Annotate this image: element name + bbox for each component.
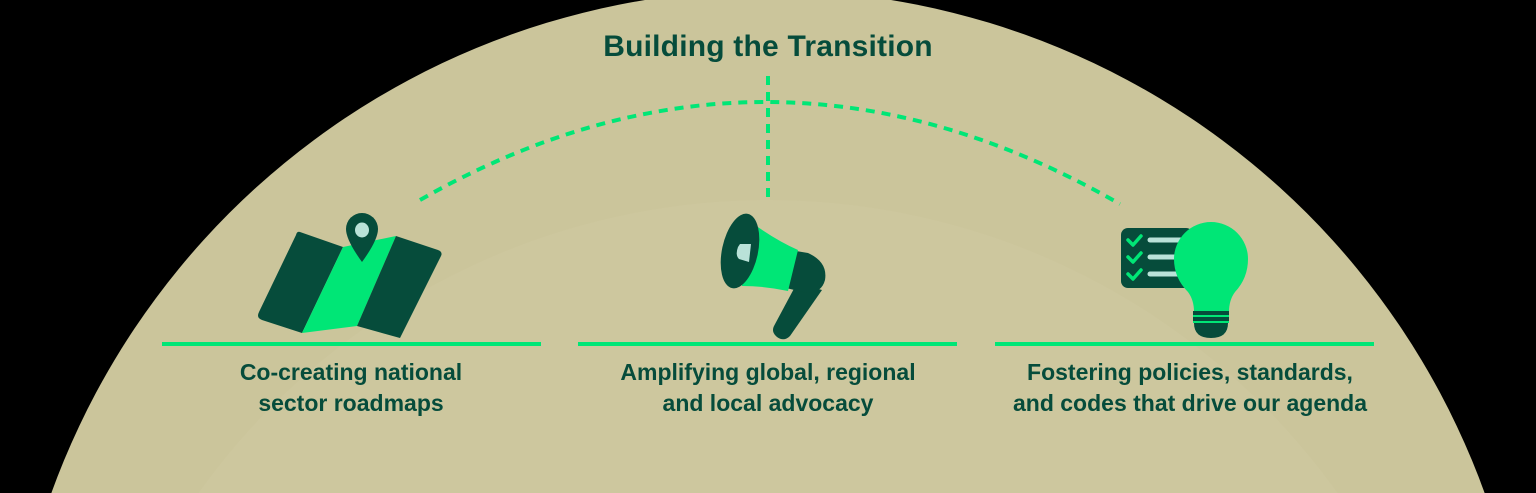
caption-line: and local advocacy <box>662 390 874 416</box>
divider-line-2 <box>578 342 957 346</box>
pillar-caption-roadmaps: Co-creating national sector roadmaps <box>141 357 561 419</box>
dashed-connector-arc <box>419 100 1121 206</box>
divider-line-3 <box>995 342 1374 346</box>
lightbulb-checklist-icon <box>1121 222 1248 338</box>
caption-line: Co-creating national <box>239 359 463 385</box>
caption-line: sector roadmaps <box>258 390 444 416</box>
divider-line-1 <box>162 342 541 346</box>
dome-inner-arc <box>198 200 1338 493</box>
check-icons <box>1126 234 1143 281</box>
caption-line: Fostering policies, standards, <box>1027 359 1353 385</box>
megaphone-icon <box>720 213 826 340</box>
diagram-title: Building the Transition <box>603 30 933 63</box>
pillar-caption-policies: Fostering policies, standards, and codes… <box>980 357 1400 419</box>
caption-line: Amplifying global, regional <box>620 359 916 385</box>
pillar-caption-advocacy: Amplifying global, regional and local ad… <box>558 357 978 419</box>
map-pin-icon <box>258 213 442 338</box>
caption-line: and codes that drive our agenda <box>1012 390 1368 416</box>
